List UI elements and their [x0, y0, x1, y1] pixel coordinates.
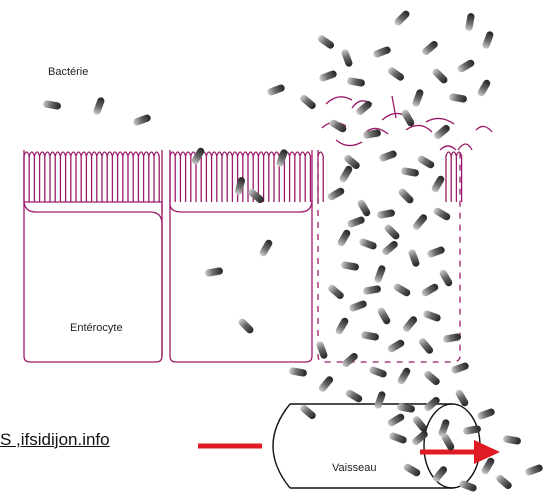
- bacterium: [430, 174, 445, 193]
- bacterium: [387, 66, 406, 82]
- bacterium: [416, 154, 435, 169]
- bacterium: [411, 415, 428, 433]
- bacterium: [476, 408, 495, 421]
- bacterium: [318, 70, 337, 83]
- bacterium: [237, 317, 255, 335]
- bacterium: [328, 118, 347, 133]
- bacterium: [383, 223, 401, 241]
- bacterium: [247, 187, 265, 204]
- bacterium: [401, 167, 420, 177]
- bacterium: [372, 46, 391, 59]
- bacteria-label: Bactérie: [48, 66, 88, 78]
- bacterium: [417, 337, 434, 355]
- bacterium: [266, 84, 285, 97]
- bacterium: [356, 198, 371, 217]
- bacterium: [381, 239, 399, 256]
- bacterium: [449, 93, 468, 103]
- bacterium: [402, 462, 421, 477]
- bacterium: [358, 238, 377, 251]
- bacterium: [503, 435, 522, 445]
- bacterium: [421, 39, 439, 56]
- bacterium: [431, 67, 449, 85]
- bacterium: [205, 267, 224, 277]
- bacterium: [524, 464, 543, 477]
- bacterium: [341, 351, 359, 368]
- microvilli-brush-border: [24, 152, 462, 202]
- bacterium: [420, 282, 439, 297]
- bacterium: [440, 432, 455, 451]
- bacterium: [411, 429, 429, 446]
- bacterium: [327, 283, 345, 300]
- bacterium: [396, 366, 411, 385]
- bacterium: [336, 228, 351, 247]
- bacterium: [374, 264, 387, 283]
- bacterium: [317, 375, 334, 393]
- bacterium: [338, 164, 353, 183]
- bacterium: [326, 186, 345, 201]
- bacterium: [363, 285, 382, 295]
- bacterium: [363, 129, 382, 139]
- bacterium: [299, 93, 317, 110]
- bacterium: [317, 34, 336, 50]
- bacterium: [377, 209, 396, 219]
- bacterium: [422, 310, 441, 323]
- bacterium: [411, 213, 428, 231]
- bacterium: [43, 100, 62, 110]
- bacterium: [341, 261, 360, 271]
- bacterium: [400, 108, 415, 127]
- vessel-label: Vaisseau: [332, 462, 376, 474]
- bacterium: [438, 268, 453, 287]
- bacterium: [386, 338, 405, 353]
- bacteria-group: [43, 9, 544, 492]
- bacterium: [190, 146, 205, 165]
- bacterium: [408, 248, 421, 267]
- bacterium: [341, 48, 354, 67]
- bacterium: [426, 246, 445, 259]
- bacterium: [397, 187, 415, 205]
- bacterium: [423, 369, 441, 386]
- bacterium: [392, 282, 411, 297]
- bacterium: [361, 331, 380, 341]
- bacterium: [289, 367, 308, 377]
- bacterium: [386, 412, 405, 427]
- bacterium: [299, 403, 317, 420]
- bacterium: [450, 362, 469, 375]
- bacterium: [346, 216, 365, 229]
- bacterium: [347, 77, 366, 87]
- bacterium: [495, 473, 513, 490]
- source-link[interactable]: S ,ifsidijon.info: [0, 430, 110, 450]
- bacterium: [443, 333, 462, 343]
- bacterium: [433, 123, 451, 140]
- bacterium: [412, 88, 425, 107]
- bacterium: [482, 30, 495, 49]
- bacterium: [344, 388, 363, 403]
- bacterium: [476, 78, 491, 97]
- bacterium: [374, 390, 387, 409]
- flow-arrows: [198, 440, 500, 464]
- enterocyte-label: Entérocyte: [70, 322, 123, 334]
- bacterium: [401, 315, 418, 333]
- bacterium: [348, 300, 367, 313]
- bacterium: [456, 58, 475, 73]
- bacterium: [432, 206, 451, 221]
- bacterium: [393, 9, 411, 27]
- bacterium: [234, 176, 246, 195]
- bacterium: [132, 114, 151, 127]
- bacterium: [376, 306, 391, 325]
- bacterium: [431, 465, 448, 483]
- bacterium: [276, 148, 289, 167]
- bacterium: [93, 96, 106, 115]
- bacterium: [368, 366, 387, 379]
- bacterium: [465, 13, 475, 32]
- bacterium: [388, 432, 407, 445]
- bacterium: [258, 238, 273, 257]
- bacterium: [378, 150, 397, 163]
- bacterium: [334, 316, 349, 335]
